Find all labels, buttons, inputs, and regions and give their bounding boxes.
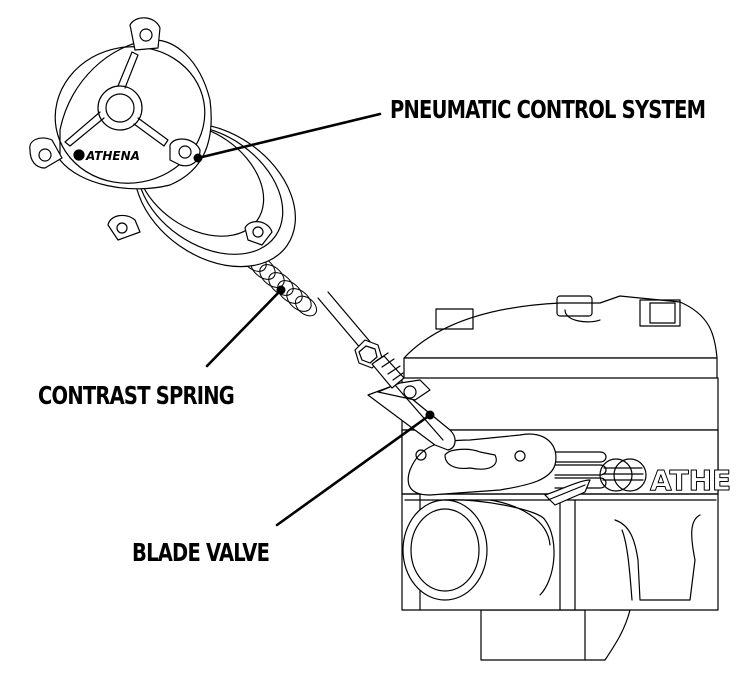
callout-pneumatic-control-system: PNEUMATIC CONTROL SYSTEM [390, 95, 706, 124]
leader-dot-pneumatic [193, 153, 203, 163]
cylinder-logo-text: ATHE [650, 464, 731, 497]
cylinder-spigot [480, 609, 586, 661]
leader-dot-blade [425, 410, 435, 420]
callout-blade-valve: BLADE VALVE [132, 538, 270, 567]
actuator-rod [317, 291, 405, 389]
cylinder-athena-logo: ATHE [599, 458, 732, 498]
callout-contrast-spring: CONTRAST SPRING [38, 381, 235, 410]
cylinder-assembly: ATHE [401, 295, 732, 661]
blade-valve [367, 379, 456, 451]
leader-dot-spring [276, 285, 286, 295]
pneumatic-actuator: ATHENA [29, 17, 296, 268]
actuator-athena-logo: ATHENA [73, 149, 140, 163]
leader-lines [193, 112, 435, 527]
exhaust-port [402, 499, 555, 601]
contrast-spring [241, 248, 318, 317]
leader-pneumatic [196, 112, 382, 160]
actuator-logo-text: ATHENA [85, 149, 140, 163]
cylinder-skirt [584, 609, 631, 661]
cylinder-head [403, 295, 718, 359]
leader-blade [275, 413, 432, 527]
leader-spring [205, 288, 283, 368]
